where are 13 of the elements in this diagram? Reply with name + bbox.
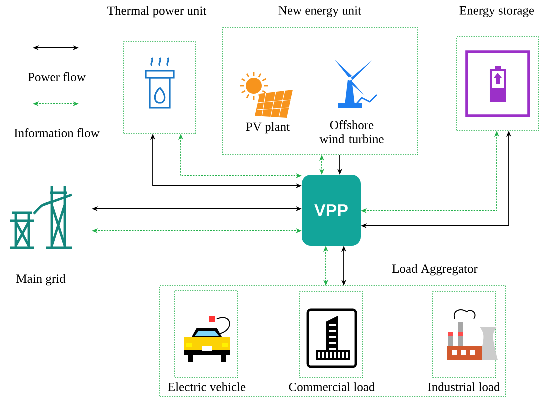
box-heading: Load Aggregator bbox=[392, 264, 478, 276]
box-heading: Commercial load bbox=[289, 382, 376, 392]
box-heading: Thermal power unit bbox=[108, 6, 207, 18]
box-heading: New energy unit bbox=[278, 6, 362, 18]
node-label: PV plant bbox=[246, 122, 290, 134]
node-label: Offshore wind turbine bbox=[320, 120, 384, 144]
box-heading: Energy storage bbox=[460, 6, 534, 18]
box-heading: Industrial load bbox=[428, 382, 500, 392]
legend-label: Information flow bbox=[14, 128, 100, 138]
legend-label: Power flow bbox=[28, 72, 86, 82]
node-label: Main grid bbox=[16, 274, 66, 286]
box-heading: Electric vehicle bbox=[168, 382, 246, 392]
rounded-box: VPP bbox=[302, 175, 361, 246]
